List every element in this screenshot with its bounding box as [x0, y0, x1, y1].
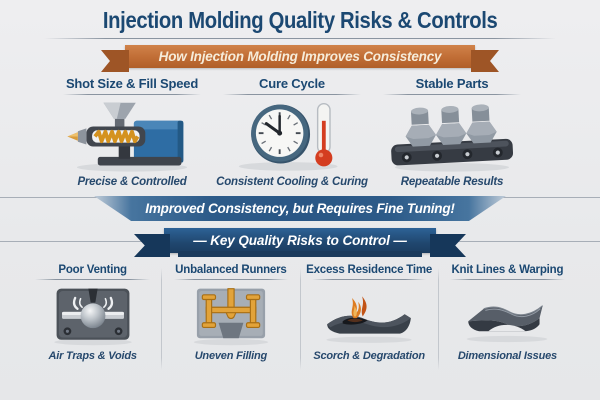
risk-heading: Unbalanced Runners: [175, 264, 287, 276]
benefit-caption: Repeatable Results: [400, 176, 504, 188]
benefit-heading: Cure Cycle: [259, 76, 325, 91]
risks-row: Poor Venting: [24, 264, 576, 370]
risk-caption: Uneven Filling: [194, 350, 268, 362]
risk-heading: Poor Venting: [58, 264, 127, 276]
risk-caption: Scorch & Degradation: [313, 350, 425, 362]
benefit-card-shot-size: Shot Size & Fill Speed: [52, 76, 212, 188]
consistency-ribbon: How Injection Molding Improves Consisten…: [125, 45, 475, 68]
benefit-heading: Shot Size & Fill Speed: [65, 76, 199, 91]
heading-underline: [450, 279, 565, 280]
risk-caption: Dimensional Issues: [457, 350, 557, 362]
page-title: Injection Molding Quality Risks & Contro…: [102, 7, 498, 33]
benefit-card-cure-cycle: Cure Cycle: [212, 76, 372, 188]
runner-system-icon: [164, 283, 297, 347]
column-divider: [437, 268, 439, 370]
heading-underline: [383, 94, 521, 95]
fine-tuning-banner-label: Improved Consistency, but Requires Fine …: [145, 201, 455, 216]
benefit-caption: Consistent Cooling & Curing: [216, 176, 368, 188]
risks-ribbon-label: — Key Quality Risks to Control —: [193, 233, 407, 248]
mid-banner-wrap: Improved Consistency, but Requires Fine …: [0, 196, 600, 221]
heading-underline: [311, 279, 427, 280]
injection-molding-machine-graphic: [67, 102, 188, 172]
risks-ribbon-fold: [178, 251, 422, 257]
scorched-part-icon: [303, 283, 436, 347]
risk-card-knit-lines: Knit Lines & Warping Dimensional Issues: [439, 264, 576, 370]
heading-underline: [63, 94, 201, 95]
risk-card-poor-venting: Poor Venting: [24, 264, 161, 370]
runner-system-graphic: [193, 288, 269, 346]
conveyor-parts-icon: [372, 97, 532, 175]
title-block: Injection Molding Quality Risks & Contro…: [0, 0, 600, 39]
benefit-card-stable-parts: Stable Parts: [372, 76, 532, 188]
risks-ribbon-wrap: — Key Quality Risks to Control —: [0, 228, 600, 257]
risk-caption: Air Traps & Voids: [48, 350, 137, 362]
vented-mold-graphic: [53, 288, 132, 346]
benefits-row: Shot Size & Fill Speed: [52, 76, 532, 188]
benefit-caption: Precise & Controlled: [77, 176, 187, 188]
clock-thermometer-graphic: [238, 102, 338, 171]
warped-part-graphic: [467, 305, 548, 343]
heading-underline: [223, 94, 361, 95]
risk-heading: Knit Lines & Warping: [451, 264, 564, 276]
column-divider: [161, 268, 163, 370]
heading-underline: [173, 279, 289, 280]
vented-mold-icon: [26, 283, 159, 347]
heading-underline: [35, 279, 150, 280]
risks-ribbon: — Key Quality Risks to Control —: [164, 228, 436, 257]
fine-tuning-banner: Improved Consistency, but Requires Fine …: [94, 196, 506, 221]
scorched-part-graphic: [326, 296, 412, 343]
risk-card-excess-residence: Excess Residence Time Scorch & Degradati…: [301, 264, 438, 370]
column-divider: [299, 268, 301, 370]
warped-part-icon: [441, 283, 574, 347]
clock-thermometer-icon: [212, 97, 372, 175]
title-divider: [44, 38, 556, 39]
risk-heading: Excess Residence Time: [306, 264, 433, 276]
injection-molding-machine-icon: [52, 97, 212, 175]
risk-card-unbalanced-runners: Unbalanced Runners: [162, 264, 299, 370]
benefit-heading: Stable Parts: [415, 76, 489, 91]
consistency-ribbon-label: How Injection Molding Improves Consisten…: [158, 49, 442, 64]
conveyor-parts-graphic: [391, 103, 514, 172]
